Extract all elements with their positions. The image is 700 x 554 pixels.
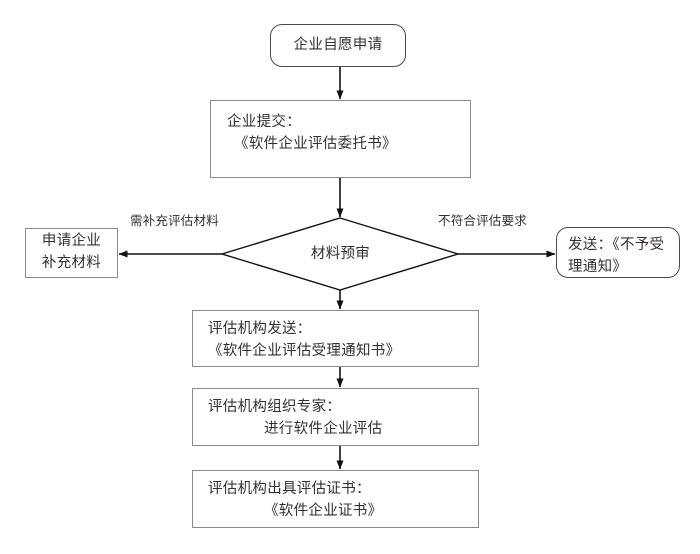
edge-label-supplement: 需补充评估材料 <box>130 214 219 228</box>
node-supplement[interactable]: 申请企业 补充材料 <box>25 228 118 278</box>
node-reject-line2: 理通知》 <box>568 259 628 276</box>
node-supplement-line1: 申请企业 <box>41 233 102 250</box>
node-submit[interactable]: 企业提交： 《软件企业评估委托书》 <box>210 100 471 178</box>
node-submit-line2: 《软件企业评估委托书》 <box>234 136 397 153</box>
node-start-label: 企业自愿申请 <box>293 37 383 54</box>
node-submit-line1: 企业提交： <box>227 114 301 130</box>
node-decision-label: 材料预审 <box>310 246 371 263</box>
edge-label-reject: 不符合评估要求 <box>438 214 527 228</box>
node-reject[interactable]: 发送：《不予受 理通知》 <box>556 227 680 278</box>
node-evaluate-line1: 评估机构组织专家： <box>208 399 342 415</box>
node-certificate-line1: 评估机构出具评估证书： <box>208 481 371 497</box>
node-start[interactable]: 企业自愿申请 <box>270 24 406 67</box>
node-accept[interactable]: 评估机构发送： 《软件企业评估受理通知书》 <box>192 310 479 367</box>
node-evaluate[interactable]: 评估机构组织专家： 进行软件企业评估 <box>192 388 479 446</box>
node-certificate[interactable]: 评估机构出具评估证书： 《软件企业证书》 <box>192 470 479 528</box>
node-reject-line1: 发送：《不予受 <box>568 237 665 253</box>
node-evaluate-line2: 进行软件企业评估 <box>264 421 383 438</box>
node-supplement-line2: 补充材料 <box>41 255 102 271</box>
node-accept-line1: 评估机构发送： <box>208 321 312 337</box>
node-accept-line2: 《软件企业评估受理通知书》 <box>208 343 401 360</box>
node-decision[interactable]: 材料预审 <box>222 218 459 291</box>
node-certificate-line2: 《软件企业证书》 <box>264 503 383 520</box>
